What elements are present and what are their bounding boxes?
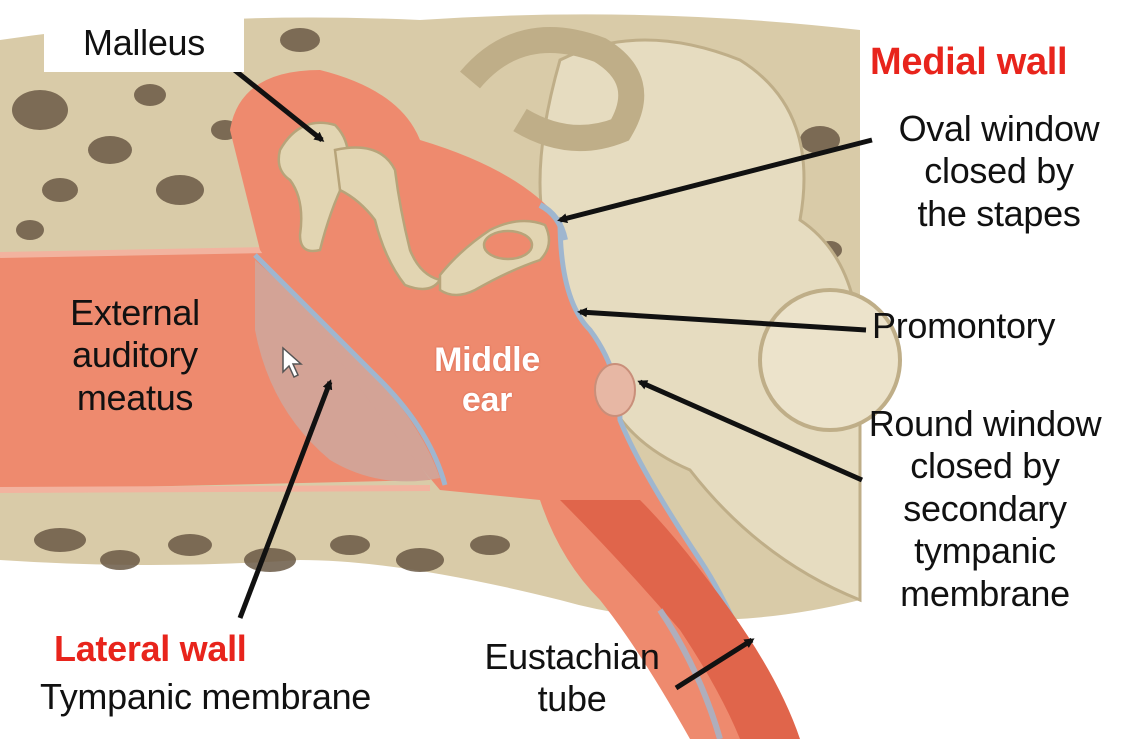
oval-window-line-3: the stapes — [870, 193, 1128, 235]
eustachian-line-1: Eustachian — [462, 636, 682, 678]
round-window-label: Round window closed by secondary tympani… — [842, 403, 1128, 615]
promontory-label: Promontory — [872, 305, 1055, 347]
middle-ear-line-1: Middle — [412, 340, 562, 380]
oval-window-line-1: Oval window — [870, 108, 1128, 150]
malleus-label: Malleus — [44, 14, 244, 72]
round-window-line-5: membrane — [842, 573, 1128, 615]
middle-ear-line-2: ear — [412, 380, 562, 420]
middle-ear-label: Middle ear — [412, 340, 562, 420]
tympanic-membrane-label: Tympanic membrane — [40, 676, 371, 718]
round-window-line-2: closed by — [842, 445, 1128, 487]
oval-window-line-2: closed by — [870, 150, 1128, 192]
external-line-1: External — [40, 292, 230, 334]
round-window — [595, 364, 635, 416]
eustachian-line-2: tube — [462, 678, 682, 720]
round-window-line-4: tympanic — [842, 530, 1128, 572]
medial-wall-heading: Medial wall — [870, 40, 1067, 85]
external-line-3: meatus — [40, 377, 230, 419]
external-auditory-meatus-label: External auditory meatus — [40, 292, 230, 419]
eustachian-tube-label: Eustachian tube — [462, 636, 682, 721]
round-window-line-3: secondary — [842, 488, 1128, 530]
lateral-wall-heading: Lateral wall — [54, 628, 246, 670]
oval-window-label: Oval window closed by the stapes — [870, 108, 1128, 235]
round-window-line-1: Round window — [842, 403, 1128, 445]
external-line-2: auditory — [40, 334, 230, 376]
